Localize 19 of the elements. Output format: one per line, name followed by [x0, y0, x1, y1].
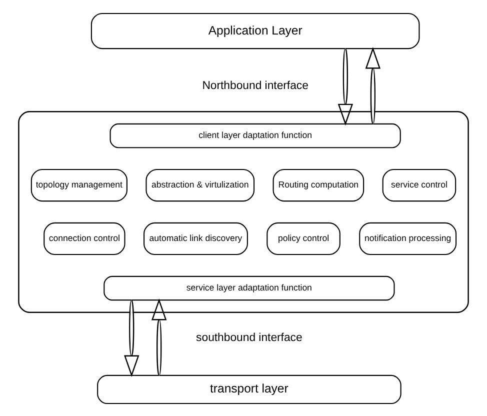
node-box: service control	[382, 168, 456, 202]
node-box: service layer adaptation function	[104, 275, 395, 300]
arrow	[338, 48, 354, 126]
label: southbound interface	[196, 331, 302, 344]
label: Northbound interface	[202, 80, 308, 92]
node-box: connection control	[44, 222, 126, 255]
arrow	[124, 299, 140, 377]
arrow	[365, 46, 381, 124]
node-box: notification processing	[359, 222, 457, 255]
node-box: topology management	[30, 168, 128, 202]
node-box: Routing computation	[272, 168, 364, 202]
node-box: transport layer	[97, 374, 402, 404]
cluster	[18, 110, 469, 312]
node-box: client layer daptation function	[110, 122, 401, 148]
node-box: policy control	[266, 222, 340, 255]
node-box: Application Layer	[90, 12, 420, 49]
node-box: automatic link discovery	[144, 222, 248, 255]
node-box: abstraction & virtulization	[146, 168, 255, 202]
arrow	[151, 298, 167, 376]
